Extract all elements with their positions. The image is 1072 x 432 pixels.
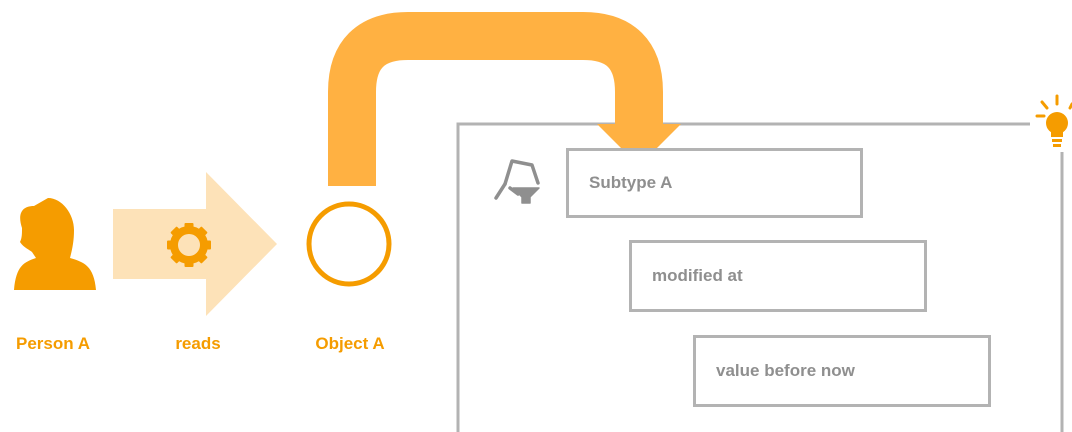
condition-box-modified[interactable]: modified at <box>629 240 927 312</box>
filter-icon <box>494 159 540 204</box>
reads-arrow <box>113 172 277 316</box>
condition-box-subtype[interactable]: Subtype A <box>566 148 863 218</box>
gear-icon <box>167 223 211 267</box>
flow-arrow <box>328 11 663 186</box>
action-label: reads <box>175 334 221 353</box>
condition-label: value before now <box>716 361 855 380</box>
condition-box-value[interactable]: value before now <box>693 335 991 407</box>
person-label: Person A <box>15 334 91 353</box>
object-label: Object A <box>315 334 385 353</box>
condition-label: modified at <box>652 266 743 285</box>
condition-label: Subtype A <box>589 173 673 192</box>
lightbulb-icon <box>1035 94 1072 147</box>
rule-panel-frame <box>456 122 1030 432</box>
object-circle-icon <box>306 201 392 287</box>
flow-arrow-head <box>597 124 681 166</box>
person-icon <box>14 198 96 290</box>
